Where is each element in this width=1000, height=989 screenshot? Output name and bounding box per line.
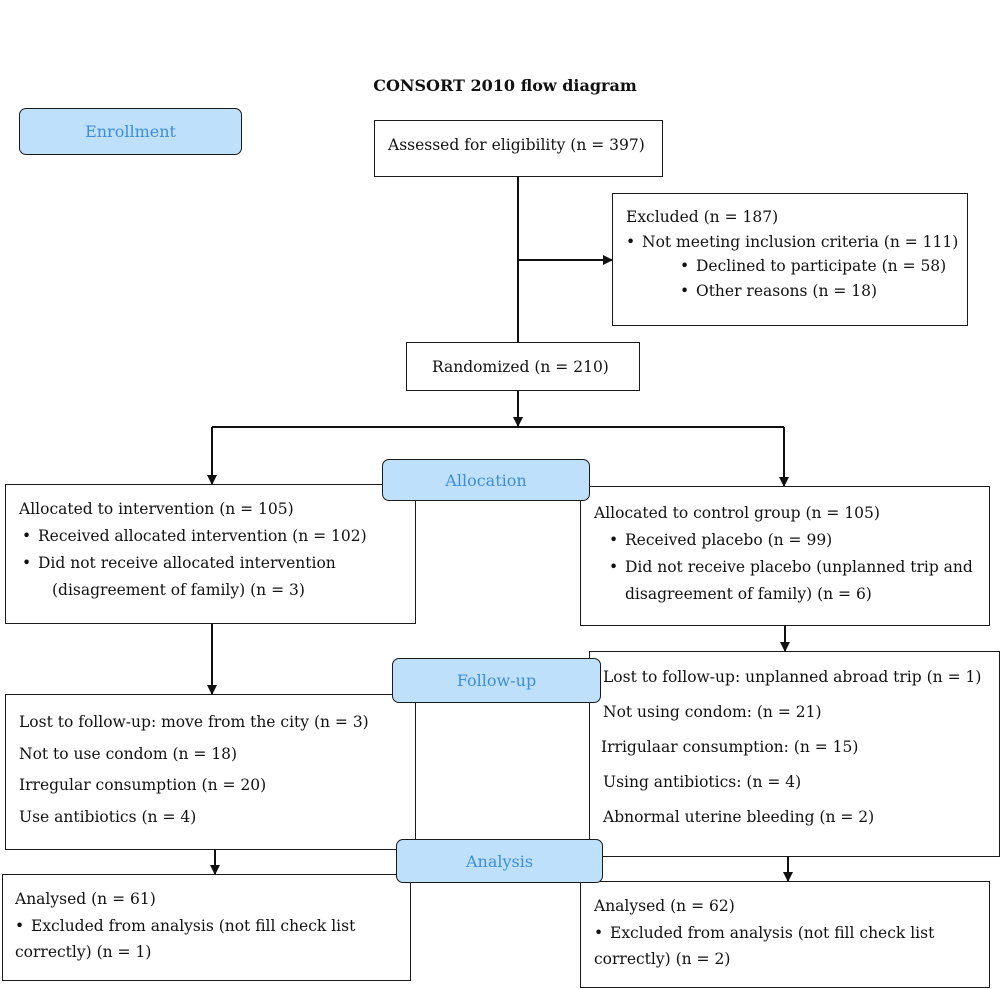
- control-item: Received placebo (n = 99): [594, 527, 989, 554]
- diagram-title: CONSORT 2010 flow diagram: [373, 76, 637, 95]
- phase-enrollment-label: Enrollment: [85, 122, 176, 141]
- phase-analysis-label: Analysis: [465, 851, 534, 871]
- followup-right-item: Irrigulaar consumption: (n = 15): [601, 738, 859, 756]
- control-item: Did not receive placebo (unplanned trip …: [594, 554, 989, 581]
- randomized-text: Randomized (n = 210): [432, 358, 609, 376]
- intervention-box: Allocated to intervention (n = 105) Rece…: [5, 484, 416, 624]
- analysis-left-box: Analysed (n = 61) Excluded from analysis…: [2, 874, 411, 981]
- excluded-heading: Excluded (n = 187): [626, 208, 779, 226]
- followup-left-box: Lost to follow-up: move from the city (n…: [5, 694, 416, 850]
- intervention-item: Did not receive allocated intervention: [19, 550, 415, 577]
- excluded-box: Excluded (n = 187) Not meeting inclusion…: [612, 193, 968, 326]
- followup-left-item: Not to use condom (n = 18): [19, 744, 238, 763]
- analysis-right-box: Analysed (n = 62) Excluded from analysis…: [580, 881, 990, 988]
- followup-right-item: Abnormal uterine bleeding (n = 2): [603, 808, 875, 826]
- excluded-item: Other reasons (n = 18): [626, 279, 967, 304]
- intervention-item: Received allocated intervention (n = 102…: [19, 523, 415, 550]
- analysis-right-item-continued: correctly) (n = 2): [594, 950, 731, 968]
- intervention-heading: Allocated to intervention (n = 105): [19, 500, 294, 518]
- control-heading: Allocated to control group (n = 105): [594, 504, 880, 522]
- assessed-box: Assessed for eligibility (n = 397): [374, 120, 663, 177]
- followup-right-box: Lost to follow-up: unplanned abroad trip…: [589, 651, 1000, 857]
- analysis-right-item: Excluded from analysis (not fill check l…: [594, 920, 989, 947]
- intervention-item-continued: (disagreement of family) (n = 3): [52, 581, 305, 599]
- control-box: Allocated to control group (n = 105) Rec…: [580, 486, 990, 626]
- excluded-item: Not meeting inclusion criteria (n = 111): [626, 230, 967, 255]
- followup-left-item: Use antibiotics (n = 4): [19, 807, 197, 826]
- control-item-continued: disagreement of family) (n = 6): [625, 585, 872, 603]
- phase-allocation-label: Allocation: [445, 470, 527, 490]
- analysis-left-heading: Analysed (n = 61): [15, 890, 156, 908]
- followup-right-item: Lost to follow-up: unplanned abroad trip…: [603, 668, 982, 686]
- phase-allocation: Allocation: [382, 459, 590, 501]
- followup-right-item: Using antibiotics: (n = 4): [603, 773, 802, 791]
- followup-right-item: Not using condom: (n = 21): [603, 703, 822, 721]
- phase-analysis: Analysis: [396, 839, 603, 883]
- followup-left-item: Lost to follow-up: move from the city (n…: [19, 713, 369, 731]
- assessed-text: Assessed for eligibility (n = 397): [388, 136, 645, 154]
- randomized-box: Randomized (n = 210): [406, 342, 640, 391]
- phase-followup: Follow-up: [392, 658, 601, 703]
- followup-left-item: Irregular consumption (n = 20): [19, 776, 267, 794]
- analysis-left-item: Excluded from analysis (not fill check l…: [15, 913, 410, 940]
- phase-followup-label: Follow-up: [456, 671, 537, 690]
- analysis-left-item-continued: correctly) (n = 1): [15, 943, 152, 961]
- phase-enrollment: Enrollment: [19, 108, 242, 155]
- excluded-item: Declined to participate (n = 58): [626, 254, 967, 279]
- analysis-right-heading: Analysed (n = 62): [594, 897, 735, 915]
